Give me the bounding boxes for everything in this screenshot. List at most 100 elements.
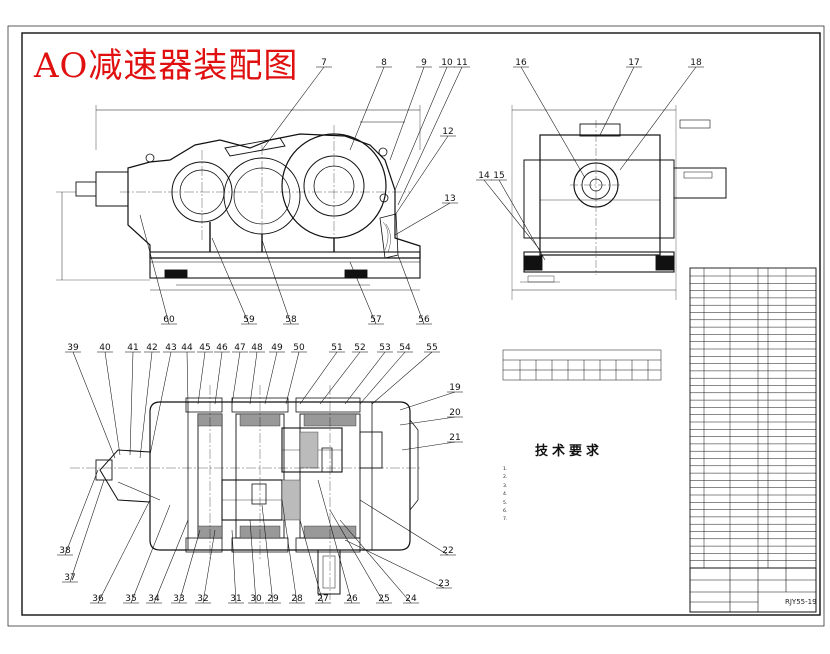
outer-border	[7, 25, 825, 627]
callout-number: 20	[449, 408, 461, 418]
leader-line	[394, 66, 448, 191]
leader-line	[359, 351, 406, 405]
leader-line	[261, 66, 325, 151]
callout-number: 14	[478, 171, 490, 181]
callout-number: 53	[379, 343, 390, 353]
leader-line	[397, 254, 425, 325]
callout-number: 58	[285, 315, 297, 325]
callout-number: 33	[173, 594, 184, 604]
callout-number: 24	[405, 594, 417, 604]
leader-line	[249, 519, 257, 604]
leader-line	[483, 179, 541, 251]
leader-line	[397, 66, 463, 206]
callout-number: 29	[267, 594, 279, 604]
inner-border	[21, 32, 821, 616]
leader-lines	[57, 66, 704, 604]
callout-number: 51	[331, 343, 342, 353]
leader-line	[261, 504, 274, 604]
leader-line	[299, 351, 338, 405]
callout-number: 41	[127, 343, 138, 353]
callout-number: 15	[493, 171, 504, 181]
leader-line	[520, 66, 586, 179]
leader-line	[197, 351, 206, 405]
leader-line	[317, 479, 353, 604]
technical-requirement-line: 6.	[503, 509, 508, 515]
callout-number: 45	[199, 343, 210, 353]
leader-line	[399, 416, 456, 426]
callout-number: 43	[165, 343, 176, 353]
callout-number: 26	[346, 594, 358, 604]
leader-line	[399, 391, 456, 411]
leader-line	[97, 499, 151, 604]
front-view	[56, 105, 421, 291]
leader-line	[178, 529, 201, 604]
callout-number: 16	[515, 58, 527, 68]
leader-line	[285, 351, 300, 405]
parts-list	[689, 267, 817, 569]
callout-number: 11	[456, 58, 467, 68]
leader-line	[498, 179, 546, 261]
callout-number: 35	[125, 594, 136, 604]
leader-line	[344, 539, 445, 589]
leader-line	[371, 351, 433, 405]
leader-line	[281, 499, 298, 604]
callout-number: 36	[92, 594, 104, 604]
leader-line	[264, 351, 278, 405]
callout-number: 25	[378, 594, 389, 604]
callout-number: 32	[197, 594, 208, 604]
technical-requirements-heading: 技术要求	[535, 444, 604, 459]
callout-number: 17	[628, 58, 639, 68]
technical-requirement-line: 7.	[503, 517, 508, 523]
technical-requirement-line: 1.	[503, 467, 508, 472]
callout-number: 55	[426, 343, 437, 353]
technical-requirement-line: 4.	[503, 492, 508, 498]
leader-line	[211, 237, 250, 325]
leader-line	[139, 351, 153, 459]
leader-line	[299, 519, 324, 604]
callout-number: 34	[148, 594, 160, 604]
section-view	[70, 385, 420, 600]
callout-number: 7	[321, 58, 327, 68]
callout-number: 44	[181, 343, 193, 353]
leader-line	[349, 66, 385, 151]
callout-number: 37	[64, 573, 75, 583]
callout-number: 19	[449, 383, 461, 393]
callout-number: 31	[230, 594, 241, 604]
leader-line	[344, 351, 386, 405]
leader-line	[130, 504, 171, 604]
callout-number: 28	[291, 594, 303, 604]
leader-line	[329, 509, 385, 604]
leader-line	[231, 529, 237, 604]
callout-number: 39	[67, 343, 79, 353]
callout-number: 9	[421, 58, 427, 68]
leader-line	[401, 441, 456, 451]
callout-number: 23	[438, 579, 449, 589]
leader-line	[359, 499, 449, 556]
technical-requirement-line: 3.	[503, 483, 508, 489]
callout-number: 52	[354, 343, 365, 353]
leader-line	[249, 351, 258, 405]
callout-number: 48	[251, 343, 263, 353]
callout-number: 12	[442, 127, 453, 137]
drawing-title: AO减速器装配图	[34, 46, 299, 86]
callout-number: 27	[317, 594, 328, 604]
leader-line	[231, 351, 241, 405]
callout-number: 21	[449, 433, 460, 443]
callout-number: 49	[271, 343, 283, 353]
leader-line	[394, 135, 449, 216]
leader-line	[149, 351, 172, 456]
gear-parameter-table	[502, 349, 662, 381]
leader-line	[202, 529, 216, 604]
callout-number: 22	[442, 546, 453, 556]
technical-requirements-list: 1. 2. 3. 4. 5. 6. 7.	[503, 466, 683, 525]
leader-line	[389, 66, 425, 161]
callout-number: 30	[250, 594, 262, 604]
leader-line	[319, 351, 361, 405]
leader-line	[104, 351, 121, 456]
leader-line	[129, 351, 134, 456]
callout-number: 56	[418, 315, 430, 325]
leader-line	[139, 214, 170, 325]
leader-line	[619, 66, 697, 171]
